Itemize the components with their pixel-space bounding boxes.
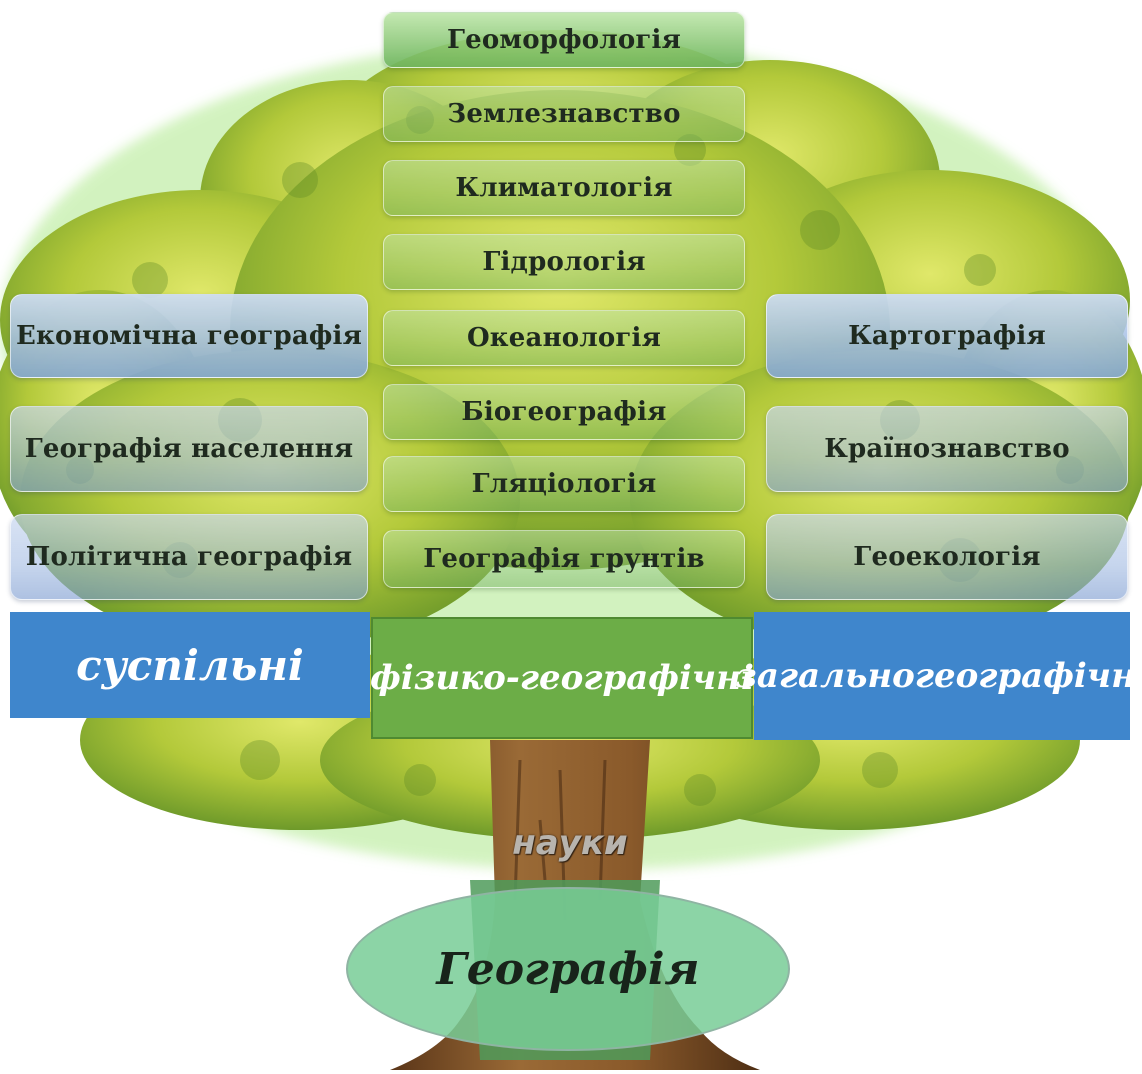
category-general-geographic: загальногеографічні [735, 612, 1142, 740]
branch-label: Климатологія [455, 173, 673, 203]
branch-label: Гляціологія [471, 469, 657, 499]
category-label: загальногеографічні [735, 656, 1142, 696]
branch-political-geography: Політична географія [10, 514, 368, 600]
branch-label: Біогеографія [461, 397, 667, 427]
branch-label: Геоекологія [853, 542, 1041, 572]
branch-label: Геоморфологія [446, 25, 682, 55]
category-label: суспільні [76, 640, 304, 690]
branch-earth-science: Землезнавство [383, 86, 745, 142]
branch-population-geography: Географія населення [10, 406, 368, 492]
branch-label: Економічна географія [15, 321, 363, 351]
category-social: суспільні [10, 612, 370, 718]
branch-hydrology: Гідрологія [383, 234, 745, 290]
branch-geoecology: Геоекологія [766, 514, 1128, 600]
branch-label: Землезнавство [447, 99, 681, 129]
branch-label: Географія грунтів [423, 544, 705, 574]
branch-cartography: Картографія [766, 294, 1128, 378]
branch-soil-geography: Географія грунтів [383, 530, 745, 588]
branch-label: Географія населення [24, 434, 354, 464]
branch-label: Океанологія [466, 323, 662, 353]
branch-glaciology: Гляціологія [383, 456, 745, 512]
category-physical-geographic: фізико-географічні [370, 617, 754, 739]
root-ellipse: Географія [346, 887, 790, 1051]
branch-climatology: Климатологія [383, 160, 745, 216]
trunk-label: науки [512, 823, 628, 863]
branch-label: Гідрологія [482, 247, 646, 277]
branch-economic-geography: Економічна географія [10, 294, 368, 378]
branch-oceanology: Океанологія [383, 310, 745, 366]
category-label: фізико-географічні [370, 658, 754, 698]
branch-geomorphology: Геоморфологія [383, 12, 745, 68]
root-label: Географія [436, 943, 700, 995]
branch-label: Політична географія [25, 542, 353, 572]
branch-biogeography: Біогеографія [383, 384, 745, 440]
branch-label: Країнознавство [824, 434, 1070, 464]
branch-regional-studies: Країнознавство [766, 406, 1128, 492]
branch-label: Картографія [848, 321, 1046, 351]
